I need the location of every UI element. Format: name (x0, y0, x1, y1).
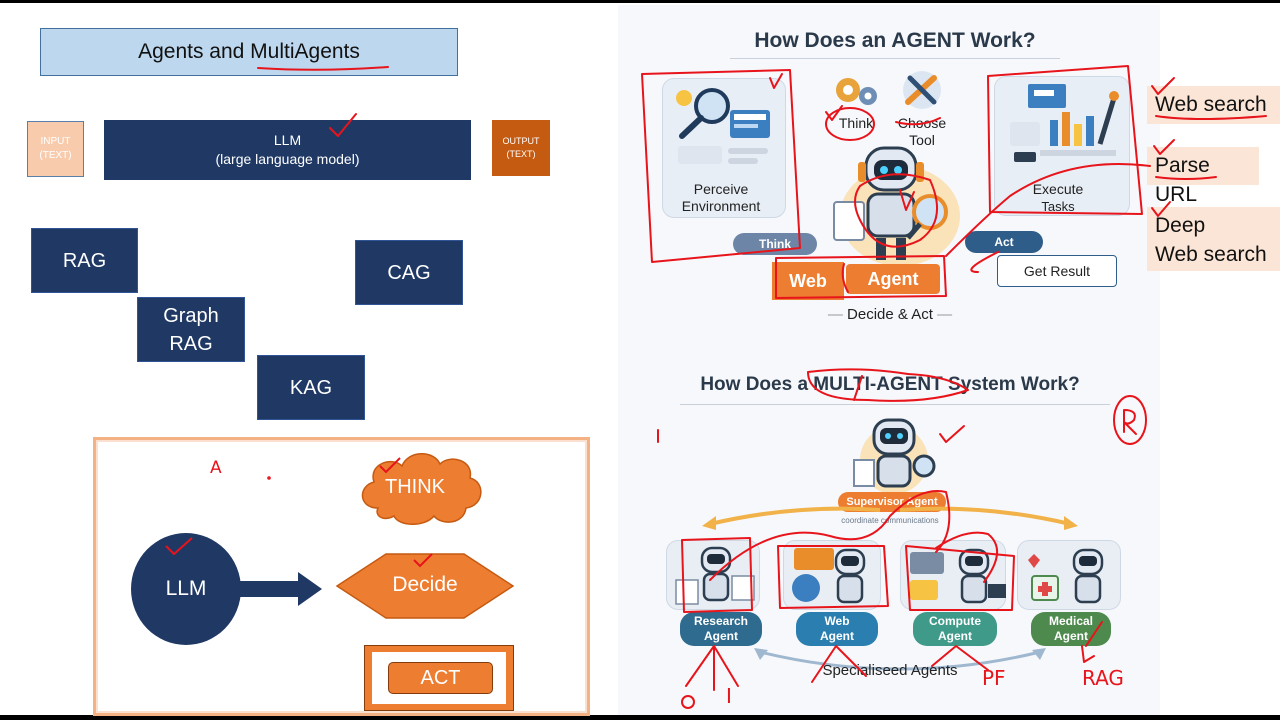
web-agent-line-1: Web (824, 614, 850, 628)
execute-line-1: Execute (1032, 181, 1084, 197)
act-label: ACT (420, 666, 461, 689)
rag-label: RAG (62, 249, 107, 272)
agent-heading: How Does an AGENT Work? (754, 29, 1036, 52)
act-pill-label: Act (994, 234, 1014, 249)
tools-icon (903, 71, 941, 109)
input-sublabel: (TEXT) (39, 150, 72, 161)
compute-agent-line-1: Compute (929, 614, 981, 628)
llm-circle-label: LLM (165, 577, 207, 600)
execute-label: Execute Tasks (998, 181, 1118, 215)
agent-label: Agent (867, 268, 919, 289)
coordinate-caption: coordinate communications (841, 516, 939, 525)
choose-tool-line-2: Tool (909, 132, 935, 148)
llm-label: LLM (273, 132, 302, 148)
handwritten-pf: PF (982, 666, 1006, 690)
research-agent-line-2: Agent (704, 629, 738, 643)
medical-agent-line-2: Agent (1054, 629, 1088, 643)
llm-sublabel: (large language model) (215, 151, 360, 167)
decide-act-text: Decide & Act (847, 306, 933, 323)
kag-box: KAG (257, 355, 365, 420)
magnifier-icon (676, 88, 770, 164)
act-pill: Act (965, 231, 1043, 253)
dashboard-icon (1010, 84, 1119, 162)
think-label: THINK (385, 476, 445, 498)
handwritten-i: I (726, 684, 732, 708)
decide-label: Decide (392, 573, 458, 596)
decide-act-caption: — Decide & Act — (820, 306, 960, 323)
multi-heading-divider (680, 404, 1110, 405)
research-agent-pill: Research Agent (680, 612, 762, 646)
graph-rag-label-1: Graph (163, 304, 219, 327)
web-agent-line-2: Agent (820, 629, 854, 643)
heading-divider (730, 58, 1060, 59)
caption-dash-left: — (827, 306, 848, 323)
think-pill: Think (733, 233, 817, 255)
decide-diamond (336, 553, 514, 619)
output-box: OUTPUT (TEXT) (492, 120, 550, 176)
llm-box: LLM (large language model) (104, 120, 471, 180)
supervisor-robot-icon (853, 418, 936, 494)
handwritten-a: A (210, 458, 222, 478)
note-deep-line-1: Deep (1155, 214, 1206, 237)
output-sublabel: (TEXT) (506, 149, 536, 159)
agent-label-box: Agent (846, 264, 940, 294)
compute-agent-line-2: Agent (938, 629, 972, 643)
caption-dash-right: — (932, 306, 953, 323)
coordination-arrows (702, 506, 1078, 530)
input-box: INPUT (TEXT) (27, 121, 84, 177)
multi-agent-heading: How Does a MULTI-AGENT System Work? (700, 374, 1080, 395)
graph-rag-box: Graph RAG (137, 297, 245, 362)
llm-circle: LLM (131, 533, 241, 645)
compute-agent-pill: Compute Agent (913, 612, 997, 646)
supervisor-agent-label: Supervisor Agent (846, 496, 938, 508)
perceive-line-1: Perceive (693, 181, 749, 197)
research-agent-line-1: Research (693, 614, 749, 628)
web-label-box: Web (772, 262, 844, 300)
top-border (0, 0, 1280, 3)
think-step-label: Think (838, 115, 874, 131)
kag-label: KAG (289, 376, 333, 399)
web-label: Web (789, 270, 827, 291)
note-deep-search: Deep Web search (1147, 207, 1280, 271)
act-box: ACT (388, 662, 493, 694)
slide-title-text: Agents and MultiAgents (138, 40, 360, 63)
bottom-border (0, 715, 1280, 720)
note-web-search-text: Web search (1155, 93, 1267, 116)
web-agent-pill: Web Agent (796, 612, 878, 646)
output-label: OUTPUT (502, 136, 540, 146)
handwritten-rag: RAG (1082, 666, 1124, 690)
specialised-arc (754, 648, 1046, 671)
gear-icon (836, 78, 877, 105)
think-pill-label: Think (759, 236, 791, 251)
get-result-label: Get Result (1023, 263, 1091, 279)
execute-line-2: Tasks (1041, 199, 1075, 214)
think-cloud (361, 453, 482, 525)
perceive-line-2: Environment (681, 198, 761, 214)
note-deep-line-2: Web search (1155, 243, 1267, 266)
robot-agent-icon (833, 146, 948, 260)
graph-rag-label-2: RAG (169, 332, 213, 355)
slide-title: Agents and MultiAgents (40, 28, 458, 76)
get-result-box: Get Result (997, 255, 1117, 287)
cag-box: CAG (355, 240, 463, 305)
note-parse-url-text: Parse URL (1155, 154, 1210, 206)
arrow-right-icon (240, 572, 322, 606)
input-label: INPUT (40, 136, 71, 147)
cag-label: CAG (387, 261, 431, 284)
rag-box: RAG (31, 228, 138, 293)
medical-agent-line-1: Medical (1048, 614, 1093, 628)
perceive-label: Perceive Environment (662, 181, 780, 215)
specialist-robots-icon (675, 546, 1104, 605)
